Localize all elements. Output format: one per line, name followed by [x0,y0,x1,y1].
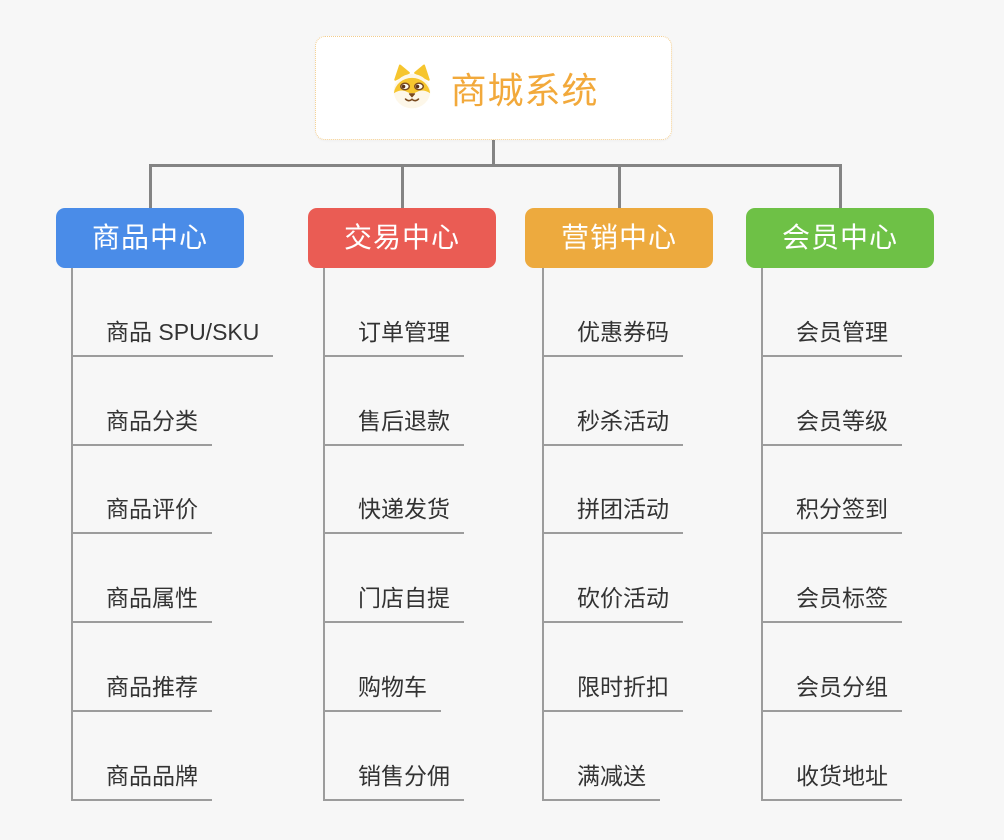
branch-items-marketing-center: 优惠券码 秒杀活动 拼团活动 砍价活动 限时折扣 满减送 [542,268,683,801]
leaf-node[interactable]: 会员分组 [763,623,902,712]
leaf-node[interactable]: 销售分佣 [325,712,464,801]
connector-drop [148,164,152,209]
leaf-node[interactable]: 收货地址 [763,712,902,801]
connector-drop [838,164,842,209]
leaf-node[interactable]: 会员标签 [763,534,902,624]
leaf-node[interactable]: 售后退款 [325,357,464,446]
leaf-node[interactable]: 砍价活动 [544,534,683,624]
leaf-node[interactable]: 拼团活动 [544,446,683,535]
root-node[interactable]: 商城系统 [315,36,672,140]
leaf-node[interactable]: 商品评价 [73,446,212,535]
leaf-node[interactable]: 门店自提 [325,534,464,624]
leaf-node[interactable]: 商品分类 [73,357,212,446]
leaf-node[interactable]: 商品属性 [73,534,212,624]
leaf-node[interactable]: 秒杀活动 [544,357,683,446]
leaf-node[interactable]: 会员管理 [763,268,902,357]
leaf-node[interactable]: 购物车 [325,623,441,712]
branch-node-member-center[interactable]: 会员中心 [746,208,934,268]
leaf-node[interactable]: 限时折扣 [544,623,683,712]
dog-face-icon [388,64,436,112]
leaf-node[interactable]: 满减送 [544,712,660,801]
root-title: 商城系统 [450,70,599,111]
connector-bus [148,164,842,167]
branch-items-trade-center: 订单管理 售后退款 快递发货 门店自提 购物车 销售分佣 [323,268,464,801]
branch-node-product-center[interactable]: 商品中心 [56,208,244,268]
leaf-node[interactable]: 订单管理 [325,268,464,357]
connector-drop [400,164,404,209]
connector-root-stem [492,140,495,166]
leaf-node[interactable]: 商品品牌 [73,712,212,801]
branch-node-marketing-center[interactable]: 营销中心 [525,208,713,268]
branch-items-member-center: 会员管理 会员等级 积分签到 会员标签 会员分组 收货地址 [761,268,902,801]
branch-node-trade-center[interactable]: 交易中心 [308,208,496,268]
leaf-node[interactable]: 商品推荐 [73,623,212,712]
leaf-node[interactable]: 商品 SPU/SKU [73,268,274,357]
branch-items-product-center: 商品 SPU/SKU 商品分类 商品评价 商品属性 商品推荐 商品品牌 [71,268,274,801]
leaf-node[interactable]: 快递发货 [325,446,464,535]
leaf-node[interactable]: 会员等级 [763,357,902,446]
leaf-node[interactable]: 积分签到 [763,446,902,535]
leaf-node[interactable]: 优惠券码 [544,268,683,357]
connector-drop [617,164,621,209]
